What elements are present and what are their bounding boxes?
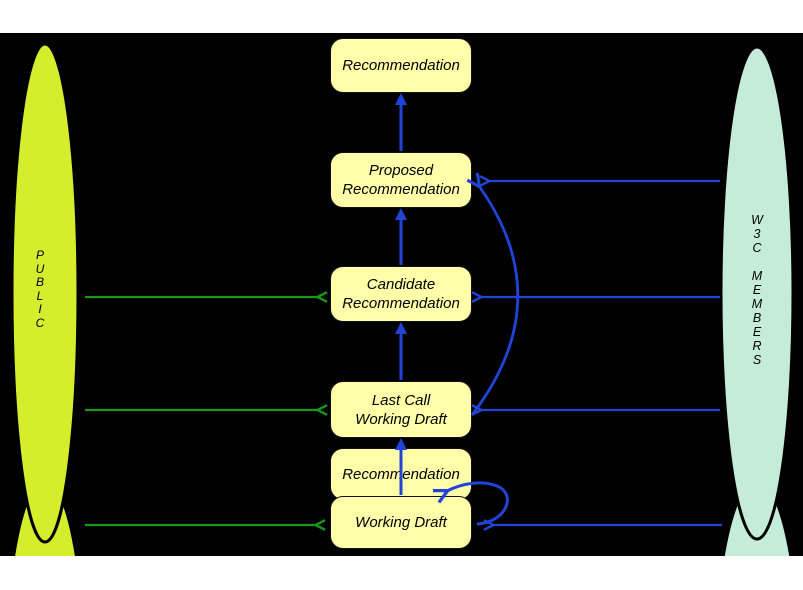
box-proposed-recommendation: Proposed Recommendation [330, 152, 472, 208]
box-working-draft: Working Draft [330, 496, 472, 549]
public-ellipse [10, 42, 80, 544]
arrow-workingdraft-self-loop [447, 481, 509, 526]
box-candidate-recommendation: Candidate Recommendation [330, 266, 472, 322]
box-last-call-working-draft: Last Call Working Draft [330, 381, 472, 438]
arrow-arc-lastcall-to-proposed [472, 186, 520, 416]
box-recommendation-top: Recommendation [330, 38, 472, 93]
arrows-layer [85, 93, 722, 556]
ellipses-layer [10, 42, 795, 556]
members-ellipse [719, 45, 795, 541]
